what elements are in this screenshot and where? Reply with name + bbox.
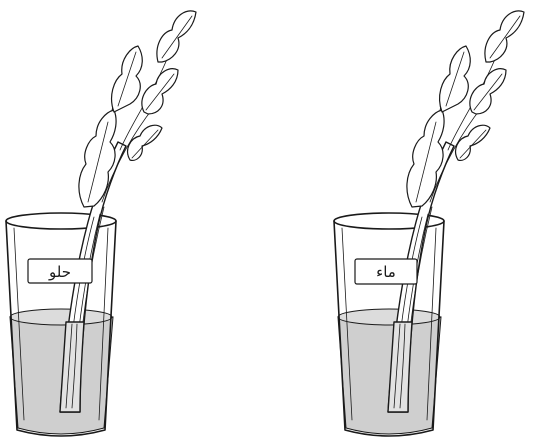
glass-label-text-left: حلو [48,263,71,281]
glass-water: ماء [334,11,524,436]
glass-sugar-water: حلو [6,11,196,436]
celery-stalk-left [60,11,196,412]
celery-stalk-right [388,11,524,412]
liquid-sugar-water [10,317,113,434]
glass-label-text-right: ماء [376,263,396,281]
liquid-water [338,317,441,434]
